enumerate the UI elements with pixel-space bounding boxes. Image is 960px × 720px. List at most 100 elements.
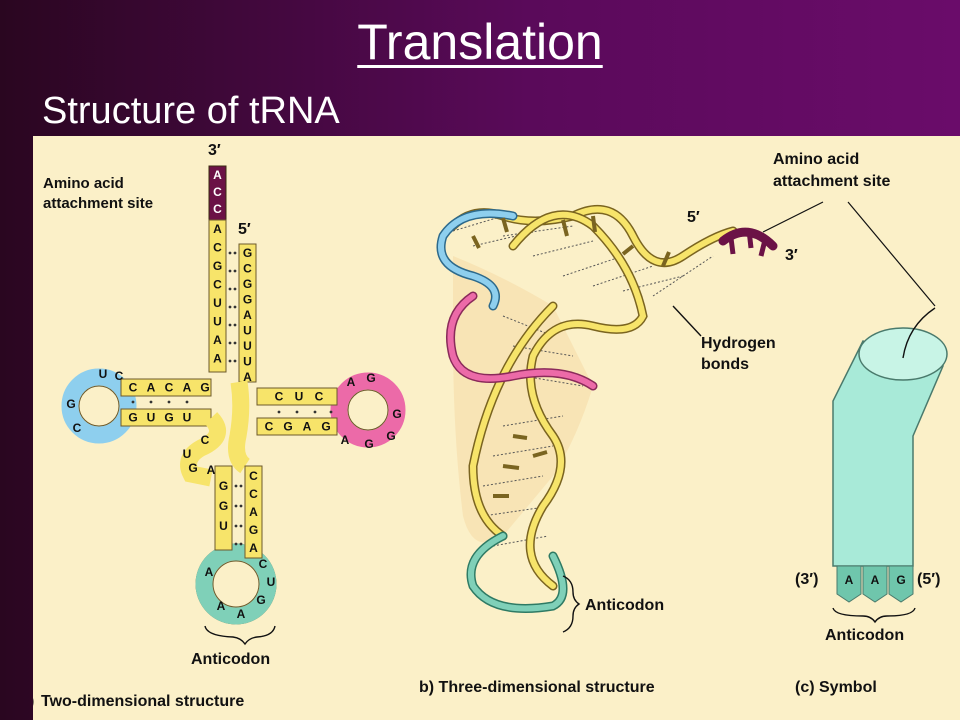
- nucleotide: G: [188, 461, 197, 475]
- five-prime-label-a: 5′: [238, 221, 251, 238]
- hydrogen-pointer: [672, 305, 702, 337]
- nucleotide: G: [219, 499, 228, 513]
- amino-acid-label-a: Amino acid: [43, 175, 124, 192]
- nucleotide: A: [249, 541, 258, 555]
- nucleotide: A: [207, 463, 216, 477]
- nucleotide: A: [249, 505, 258, 519]
- three-prime-label-c: (3′): [795, 571, 818, 588]
- three-prime-label-b: 3′: [785, 247, 798, 264]
- nucleotide: C: [243, 262, 252, 276]
- nucleotide: G: [386, 429, 395, 443]
- nucleotide: U: [213, 296, 222, 310]
- caption-c: (c) Symbol: [795, 679, 877, 696]
- nucleotide: C: [259, 557, 268, 571]
- nucleotide: A: [213, 333, 222, 347]
- anticodon-bracket-c: [832, 607, 916, 624]
- nucleotide: A: [213, 168, 222, 182]
- nucleotide: A: [347, 375, 356, 389]
- caption-a-prefix: ): [33, 693, 34, 710]
- nucleotide: G: [219, 479, 228, 493]
- d-loop-3d: [438, 210, 516, 309]
- nucleotide: C: [129, 381, 138, 395]
- nucleotide: C: [213, 241, 222, 255]
- nucleotide: C: [213, 185, 222, 199]
- caption-b: b) Three-dimensional structure: [419, 679, 655, 696]
- nucleotide: G: [213, 259, 222, 273]
- anticodon-loop: [195, 543, 277, 625]
- anticodon-loop-3d: [468, 533, 566, 612]
- nucleotide: C: [315, 390, 324, 404]
- nucleotide: U: [267, 575, 276, 589]
- nucleotide: U: [243, 355, 252, 369]
- nucleotide: G: [243, 277, 252, 291]
- nucleotide: A: [147, 381, 156, 395]
- nucleotide: A: [341, 433, 350, 447]
- five-prime-label-b: 5′: [687, 209, 700, 226]
- t-arm-top: [256, 387, 338, 406]
- nucleotide: C: [249, 469, 258, 483]
- trna-figure-svg: Amino acid attachment site 3′ 5′: [33, 142, 948, 710]
- nucleotide: A: [237, 607, 246, 621]
- backbone-strand-3: [469, 303, 556, 539]
- anticodon-label-c: Anticodon: [825, 627, 904, 644]
- d-arm-top: [120, 378, 212, 397]
- symbol-base-3: G: [896, 573, 905, 587]
- acceptor-stem-left: [208, 219, 227, 373]
- slide-title: Translation: [357, 14, 603, 70]
- d-arm-bottom: [120, 408, 212, 427]
- nucleotide: A: [183, 381, 192, 395]
- nucleotide: G: [164, 411, 173, 425]
- nucleotide: U: [183, 411, 192, 425]
- hydrogen-label: Hydrogen: [701, 335, 776, 352]
- t-loop: [330, 372, 406, 448]
- trna-figure: Amino acid attachment site 3′ 5′: [33, 136, 960, 720]
- symbol-base-2: A: [871, 573, 880, 587]
- nucleotide: U: [219, 519, 228, 533]
- nucleotide: A: [243, 308, 252, 322]
- nucleotide: C: [165, 381, 174, 395]
- nucleotide: C: [213, 202, 222, 216]
- panel-c-symbol: Amino acid attachment site A A G (3′) (5…: [762, 151, 948, 696]
- nucleotide: A: [243, 370, 252, 384]
- nucleotide: U: [295, 390, 304, 404]
- base-stubs: [471, 215, 671, 498]
- bonds-label: bonds: [701, 356, 749, 373]
- nucleotide: A: [213, 352, 222, 366]
- nucleotide: G: [392, 407, 401, 421]
- anticodon-bracket-a: [204, 625, 276, 646]
- anticodon-label-b: Anticodon: [585, 597, 664, 614]
- anticodon-bracket-b: [562, 575, 581, 633]
- panel-b-3d-structure: 5′ 3′ Hydrogen bonds Anticodon b) Three-…: [419, 204, 798, 696]
- nucleotide: G: [321, 420, 330, 434]
- attachment-site-label-c: attachment site: [773, 173, 890, 190]
- nucleotide: U: [243, 324, 252, 338]
- anticodon-stem-left: [214, 465, 233, 551]
- nucleotide: G: [364, 437, 373, 451]
- slide-subtitle: Structure of tRNA: [42, 90, 340, 132]
- nucleotide: G: [200, 381, 209, 395]
- d-loop: [61, 368, 137, 444]
- nucleotide: A: [217, 599, 226, 613]
- anticodon-label-a: Anticodon: [191, 651, 270, 668]
- nucleotide: A: [213, 222, 222, 236]
- nucleotide: U: [213, 315, 222, 329]
- nucleotide: G: [249, 523, 258, 537]
- caption-a: Two-dimensional structure: [41, 693, 244, 710]
- nucleotide: C: [213, 278, 222, 292]
- nucleotide: C: [201, 433, 210, 447]
- nucleotide: A: [205, 565, 214, 579]
- five-prime-label-c: (5′): [917, 571, 940, 588]
- nucleotide: C: [275, 390, 284, 404]
- nucleotide: C: [265, 420, 274, 434]
- nucleotide: C: [115, 369, 124, 383]
- nucleotide: G: [256, 593, 265, 607]
- nucleotide: C: [249, 487, 258, 501]
- symbol-base-1: A: [845, 573, 854, 587]
- three-prime-label-a: 3′: [208, 142, 221, 159]
- attachment-site-label-a: attachment site: [43, 195, 153, 212]
- nucleotide: G: [366, 371, 375, 385]
- nucleotide: G: [243, 293, 252, 307]
- nucleotide: G: [66, 397, 75, 411]
- nucleotide: G: [128, 411, 137, 425]
